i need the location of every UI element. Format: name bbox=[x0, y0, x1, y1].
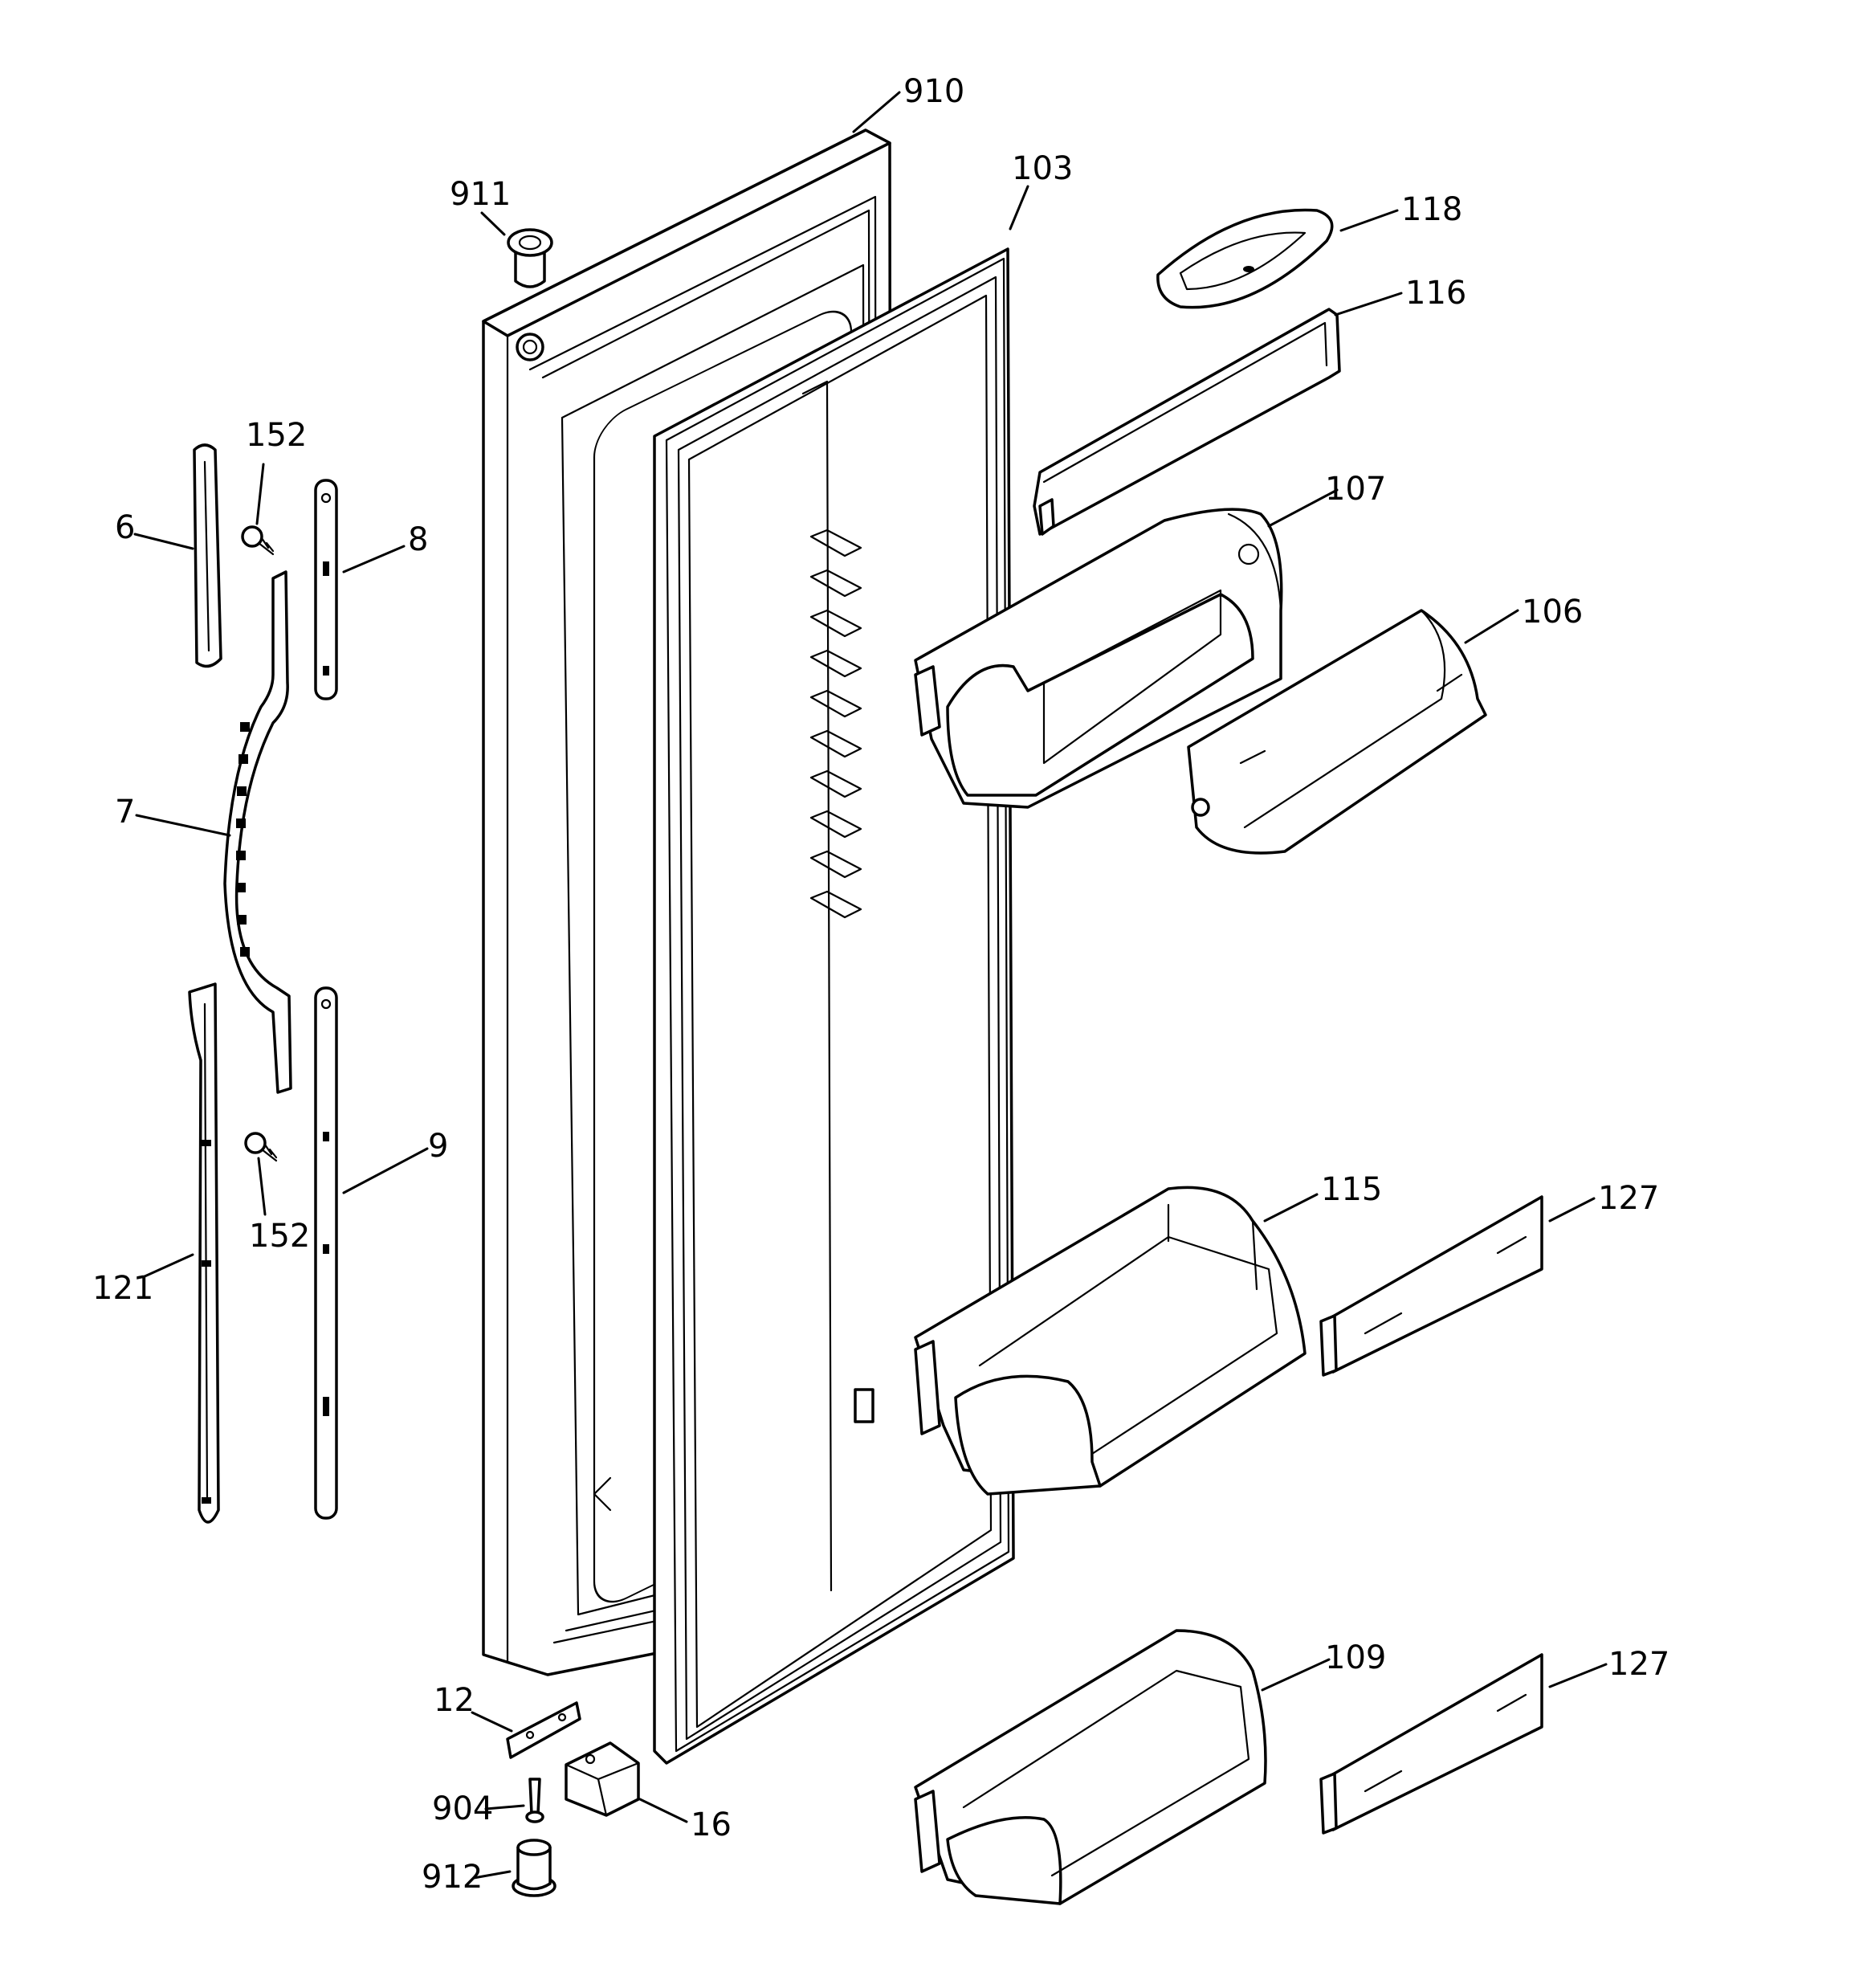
callout-904: 904 bbox=[432, 1790, 493, 1827]
callout-127-lower: 127 bbox=[1608, 1646, 1669, 1683]
callout-127-upper: 127 bbox=[1598, 1180, 1659, 1217]
handle-bracket-9 bbox=[314, 986, 338, 1520]
upper-door-bin bbox=[914, 508, 1283, 809]
screw-904 bbox=[525, 1778, 544, 1823]
callout-116: 116 bbox=[1405, 275, 1466, 312]
top-hinge-bushing bbox=[507, 228, 553, 288]
callout-labels: 910 911 103 118 116 152 6 8 107 106 7 9 … bbox=[92, 73, 1669, 1896]
callout-911: 911 bbox=[450, 176, 511, 213]
screw-152-lower bbox=[244, 1132, 278, 1162]
callout-118: 118 bbox=[1401, 191, 1462, 228]
callout-121: 121 bbox=[92, 1270, 153, 1307]
door-gasket-liner bbox=[593, 247, 1015, 1765]
bin-front-upper-127 bbox=[1319, 1195, 1543, 1377]
callout-910: 910 bbox=[903, 73, 964, 110]
handle-trim-top-6 bbox=[193, 443, 222, 668]
callout-107: 107 bbox=[1325, 471, 1386, 508]
callout-115: 115 bbox=[1321, 1171, 1382, 1208]
callout-152-upper: 152 bbox=[246, 417, 307, 454]
callout-109: 109 bbox=[1325, 1639, 1386, 1676]
bottom-door-bin bbox=[914, 1629, 1267, 1905]
bin-front-lower-127 bbox=[1319, 1653, 1543, 1835]
liner-shelf-supports bbox=[809, 529, 874, 1423]
bracket-16 bbox=[565, 1741, 640, 1817]
handle-7 bbox=[223, 570, 292, 1094]
hinge-12 bbox=[506, 1701, 581, 1759]
screw-152-upper bbox=[241, 525, 275, 556]
callout-152-lower: 152 bbox=[249, 1218, 310, 1255]
leader-lines bbox=[133, 91, 1608, 1880]
callout-6: 6 bbox=[115, 509, 135, 546]
callout-16: 16 bbox=[691, 1806, 732, 1843]
callout-106: 106 bbox=[1522, 594, 1583, 631]
middle-door-bin bbox=[914, 1186, 1307, 1496]
callout-12: 12 bbox=[434, 1682, 475, 1719]
upper-bin-front bbox=[1187, 609, 1487, 855]
callout-912: 912 bbox=[422, 1859, 483, 1896]
dairy-compartment-cover bbox=[1156, 208, 1334, 309]
callout-8: 8 bbox=[408, 521, 428, 558]
upper-door-rail bbox=[1033, 308, 1341, 536]
callout-7: 7 bbox=[115, 794, 135, 831]
handle-bracket-8 bbox=[314, 479, 338, 700]
callout-103: 103 bbox=[1012, 150, 1073, 187]
callout-9: 9 bbox=[428, 1128, 448, 1165]
bushing-912 bbox=[512, 1839, 556, 1897]
handle-trim-bottom-121 bbox=[188, 982, 220, 1524]
